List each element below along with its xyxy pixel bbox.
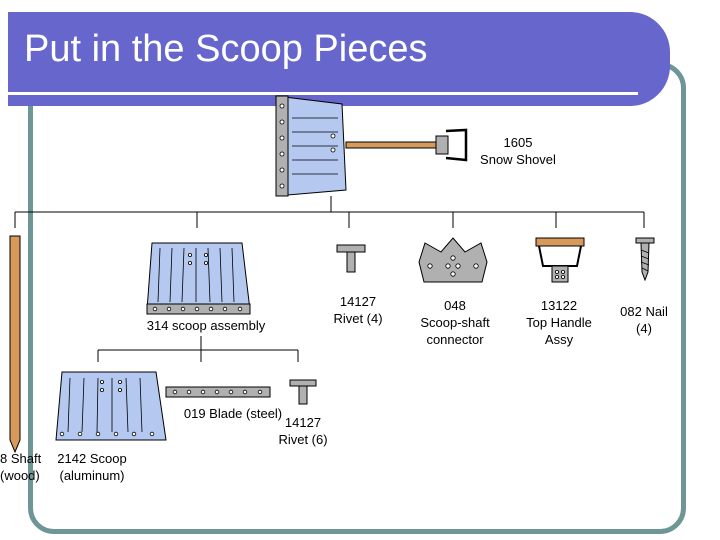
title-underline xyxy=(8,92,638,95)
scoop-shaft-connector-image xyxy=(418,237,488,283)
slide-title: Put in the Scoop Pieces xyxy=(24,28,428,70)
scoop-shaft-connector-label: 048 Scoop-shaft connector xyxy=(420,298,490,347)
rivet-image xyxy=(289,379,317,405)
top-handle-image xyxy=(535,237,585,283)
wood-shaft-image xyxy=(9,235,21,454)
blade-label: 019 Blade (steel) xyxy=(183,406,283,421)
scoop-assembly-label: 314 scoop assembly xyxy=(146,318,266,333)
aluminum-scoop-label: 2142 Scoop (aluminum) xyxy=(57,451,127,483)
rivet-6-label: 14127 Rivet (6) xyxy=(278,415,328,447)
snow-shovel-image xyxy=(275,95,468,197)
title-bar xyxy=(8,12,670,106)
snow-shovel-label: 1605 Snow Shovel xyxy=(480,135,556,167)
rivet-image xyxy=(336,244,366,273)
steel-blade-image xyxy=(165,386,271,398)
rivet-4-label: 14127 Rivet (4) xyxy=(333,294,383,326)
aluminum-scoop-image xyxy=(55,371,167,441)
scoop-assembly-image xyxy=(146,242,251,315)
shaft-label: 8 Shaft (wood) xyxy=(0,451,42,483)
nail-label: 082 Nail (4) xyxy=(620,304,668,336)
tree-connectors xyxy=(14,196,645,362)
top-handle-assy-label: 13122 Top Handle Assy xyxy=(526,298,592,347)
nail-image xyxy=(635,237,655,282)
